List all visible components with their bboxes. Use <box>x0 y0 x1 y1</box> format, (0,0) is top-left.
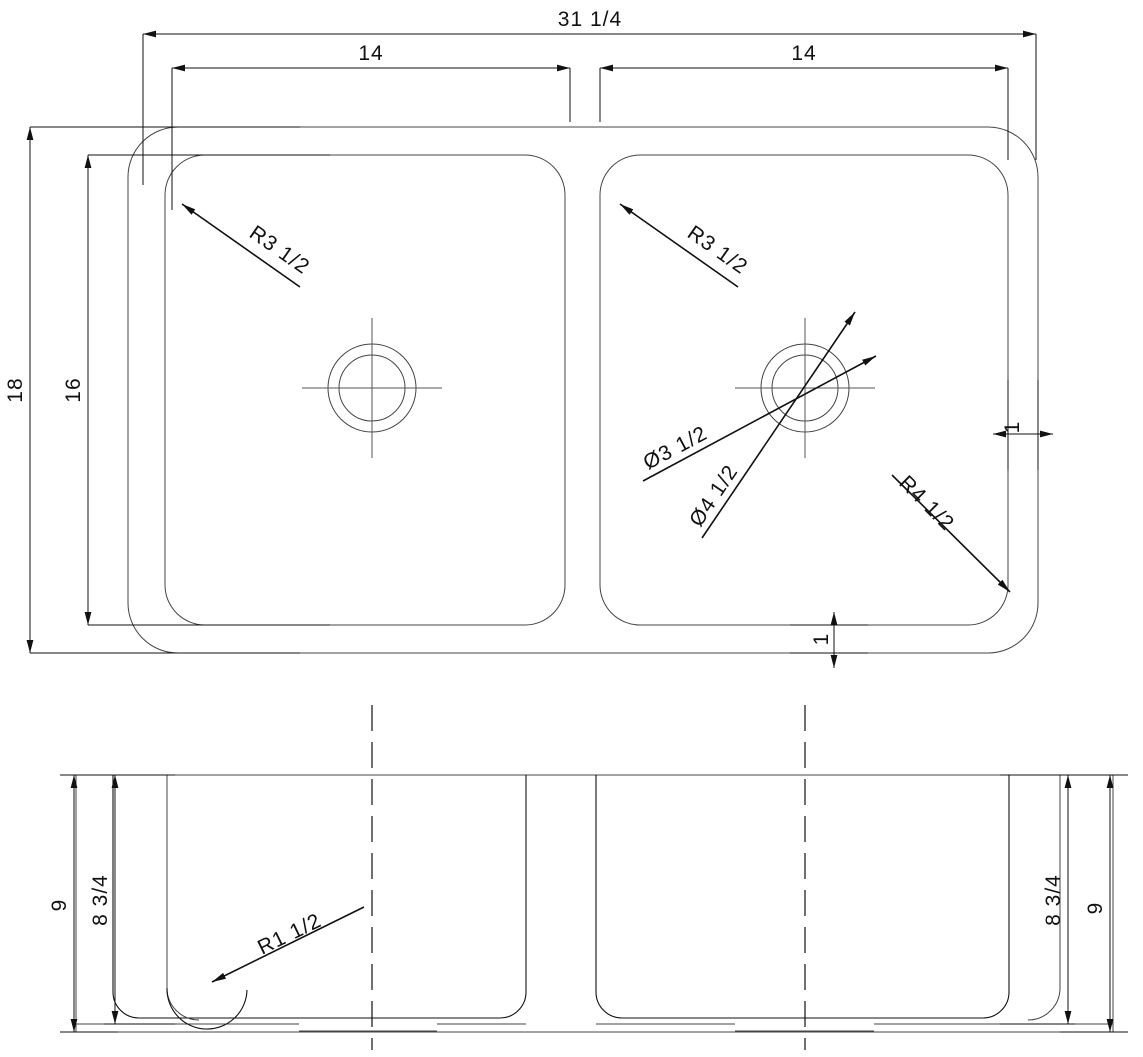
leader-line-right-r35 <box>619 203 739 288</box>
callout-left-bowl-radius-text: R3 1/2 <box>245 221 314 279</box>
dim-right-bowl-width-text: 14 <box>791 42 816 65</box>
right-drain <box>735 318 875 458</box>
left-drain <box>302 318 442 458</box>
dim-overall-depth-text: 18 <box>4 377 27 402</box>
dim-elev-bowl-height-left-text: 8 3/4 <box>89 874 112 926</box>
dim-left-bowl-width-text: 14 <box>358 42 383 65</box>
dim-rim-right-text: 1 <box>1001 421 1024 434</box>
outer-body-outline <box>127 126 1039 654</box>
dim-elev-bowl-height-right: 8 3/4 <box>1000 774 1075 1025</box>
right-bowl-outline <box>599 154 1009 626</box>
callout-body-radius-text: R4 1/2 <box>894 471 958 535</box>
elev-right-bowl-inner-wall <box>1027 775 1061 1021</box>
elevation-view: 9 8 3/4 8 3/4 9 R1 1/2 <box>48 705 1128 1050</box>
callout-drain-inner-dia: Ø3 1/2 <box>640 355 877 482</box>
dim-overall-width-text: 31 1/4 <box>558 8 622 31</box>
elev-right-bowl-profile <box>595 775 1010 1019</box>
leader-line-left-r35 <box>181 203 301 288</box>
callout-bottom-radius: R1 1/2 <box>211 906 365 983</box>
callout-body-radius: R4 1/2 <box>891 471 1011 593</box>
dim-right-bowl-width: 14 <box>599 42 1009 160</box>
callout-bottom-radius-text: R1 1/2 <box>254 909 325 959</box>
dim-elev-overall-height-left-text: 9 <box>48 899 71 912</box>
leader-line-r15 <box>211 906 365 983</box>
dim-rim-right: 1 <box>993 380 1053 470</box>
plan-view: 31 1/4 14 14 18 16 <box>4 8 1053 668</box>
dim-rim-bottom: 1 <box>790 612 868 668</box>
dim-overall-depth: 18 <box>4 126 300 654</box>
dim-bowl-depth: 16 <box>62 154 330 626</box>
elev-bottom-fillet-arc <box>166 987 248 1030</box>
dim-bowl-depth-text: 16 <box>62 377 85 402</box>
dim-elev-bowl-height-right-text: 8 3/4 <box>1042 874 1065 926</box>
leader-line-d45 <box>701 311 856 539</box>
dim-elev-overall-height-right: 9 <box>1060 774 1128 1033</box>
elev-left-bowl-profile <box>112 775 527 1019</box>
leader-line-r45 <box>891 474 1011 593</box>
callout-right-bowl-radius-text: R3 1/2 <box>683 221 752 279</box>
dim-overall-width: 31 1/4 <box>142 8 1037 185</box>
callout-left-bowl-radius: R3 1/2 <box>181 203 314 288</box>
dim-left-bowl-width: 14 <box>171 42 571 210</box>
callout-drain-inner-dia-text: Ø3 1/2 <box>640 422 712 475</box>
dim-elev-bowl-height-left: 8 3/4 <box>89 774 175 1025</box>
leader-line-d35 <box>642 355 877 482</box>
dim-elev-overall-height-right-text: 9 <box>1084 902 1107 915</box>
left-bowl-outline <box>164 154 566 626</box>
elev-left-bowl-inner-wall <box>166 775 200 1021</box>
dim-rim-bottom-text: 1 <box>810 633 833 646</box>
callout-right-bowl-radius: R3 1/2 <box>619 203 752 288</box>
